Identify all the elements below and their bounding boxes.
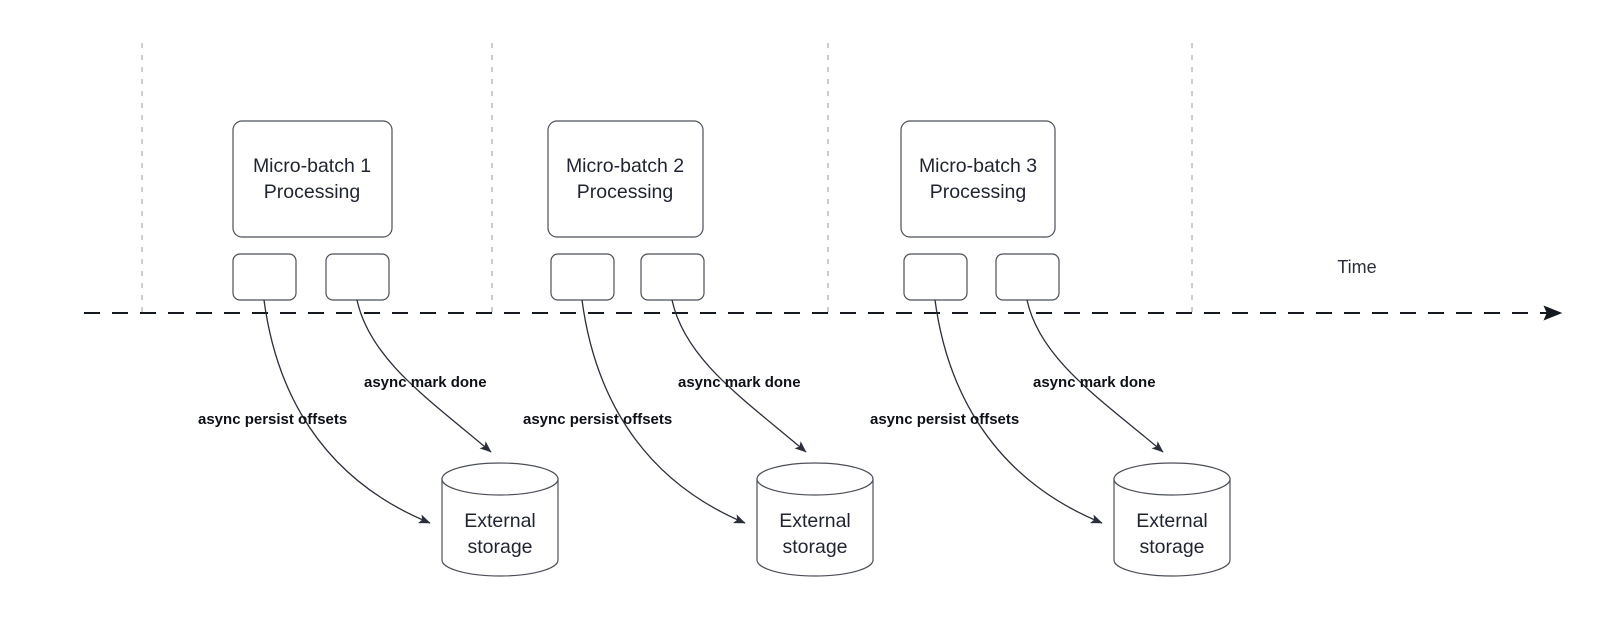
storage-label-2-line1: External <box>779 510 851 532</box>
cylinder-body-2 <box>756 478 874 577</box>
persist-offsets-label-3: async persist offsets <box>870 411 1019 428</box>
external-storage-cylinder-3[interactable]: External storage <box>1113 462 1231 577</box>
external-storage-cylinder-2[interactable]: External storage <box>756 462 874 577</box>
micro-batch-group-3: Micro-batch 3 Processing async persist o… <box>870 120 1231 577</box>
task-box-1-right[interactable] <box>325 253 390 301</box>
mark-done-arrow-2 <box>671 299 807 453</box>
storage-label-3-line1: External <box>1136 510 1208 532</box>
micro-batch-label-3-line2: Processing <box>930 181 1026 203</box>
mark-done-label-3: async mark done <box>1033 374 1156 391</box>
cylinder-body-3 <box>1113 478 1231 577</box>
persist-offsets-label-1: async persist offsets <box>198 411 347 428</box>
task-box-2-left[interactable] <box>550 253 615 301</box>
mark-done-arrow-1 <box>356 299 492 453</box>
storage-label-1-line1: External <box>464 510 536 532</box>
batch-boundaries <box>141 43 1193 314</box>
cylinder-top-3 <box>1113 462 1231 496</box>
micro-batch-label-3-line1: Micro-batch 3 <box>919 155 1037 177</box>
storage-label-1-line2: storage <box>467 536 532 558</box>
task-box-3-right[interactable] <box>995 253 1060 301</box>
external-storage-cylinder-1[interactable]: External storage <box>441 462 559 577</box>
task-box-2-right[interactable] <box>640 253 705 301</box>
micro-batch-label-2-line1: Micro-batch 2 <box>566 155 684 177</box>
micro-batch-label-1-line1: Micro-batch 1 <box>253 155 371 177</box>
persist-offsets-arrow-3 <box>934 299 1103 524</box>
persist-offsets-arrow-1 <box>263 299 431 524</box>
cylinder-top-1 <box>441 462 559 496</box>
micro-batch-label-2-line2: Processing <box>577 181 673 203</box>
persist-offsets-arrow-2 <box>581 299 746 524</box>
micro-batch-box-2[interactable] <box>547 120 704 238</box>
task-box-3-left[interactable] <box>903 253 968 301</box>
task-box-1-left[interactable] <box>232 253 297 301</box>
persist-offsets-label-2: async persist offsets <box>523 411 672 428</box>
storage-label-2-line2: storage <box>782 536 847 558</box>
storage-label-3-line2: storage <box>1139 536 1204 558</box>
timeline-axis-label: Time <box>1337 257 1376 277</box>
mark-done-label-1: async mark done <box>364 374 487 391</box>
micro-batch-box-3[interactable] <box>900 120 1056 238</box>
micro-batch-group-2: Micro-batch 2 Processing async persist o… <box>523 120 874 577</box>
micro-batch-label-1-line2: Processing <box>264 181 360 203</box>
cylinder-top-2 <box>756 462 874 496</box>
micro-batch-group-1: Micro-batch 1 Processing async persist o… <box>198 120 559 577</box>
cylinder-body-1 <box>441 478 559 577</box>
micro-batch-box-1[interactable] <box>232 120 393 238</box>
mark-done-arrow-3 <box>1026 299 1164 453</box>
mark-done-label-2: async mark done <box>678 374 801 391</box>
